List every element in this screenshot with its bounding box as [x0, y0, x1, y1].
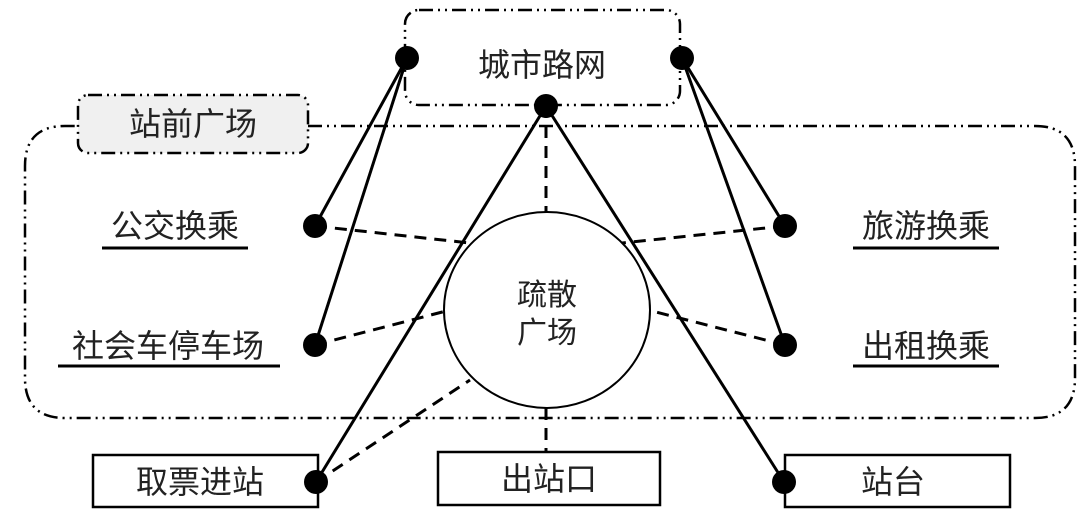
evacuation-plaza-label-2: 广场	[517, 316, 577, 351]
connection-dots	[303, 46, 797, 494]
platform-label: 站台	[861, 463, 925, 501]
evacuation-plaza-circle	[443, 211, 651, 409]
dashed-connections	[314, 106, 786, 484]
exit-label: 出站口	[501, 460, 597, 498]
ticket-entry-box	[91, 453, 320, 509]
solid-connections	[313, 57, 787, 483]
node-dot	[773, 214, 797, 238]
taxi-transfer-label: 出租换乘	[862, 327, 990, 365]
node-dot	[303, 214, 327, 238]
station-front-plaza-label: 站前广场	[129, 105, 257, 143]
station-front-plaza-box	[76, 93, 310, 155]
node-dot	[772, 470, 796, 494]
evacuation-plaza-label-1: 疏散	[517, 278, 577, 313]
exit-box	[436, 450, 662, 507]
bus-transfer-label: 公交换乘	[111, 207, 239, 245]
node-dot	[670, 46, 694, 70]
node-dot	[303, 333, 327, 357]
node-dot	[534, 94, 558, 118]
ticket-entry-label: 取票进站	[136, 463, 264, 501]
node-dot	[773, 333, 797, 357]
station-plaza-region	[23, 124, 1077, 420]
node-dot	[304, 470, 328, 494]
social-parking-label: 社会车停车场	[72, 327, 264, 365]
node-dot	[395, 46, 419, 70]
tourism-transfer-label: 旅游换乘	[862, 207, 990, 245]
city-road-network-label: 城市路网	[478, 46, 606, 84]
